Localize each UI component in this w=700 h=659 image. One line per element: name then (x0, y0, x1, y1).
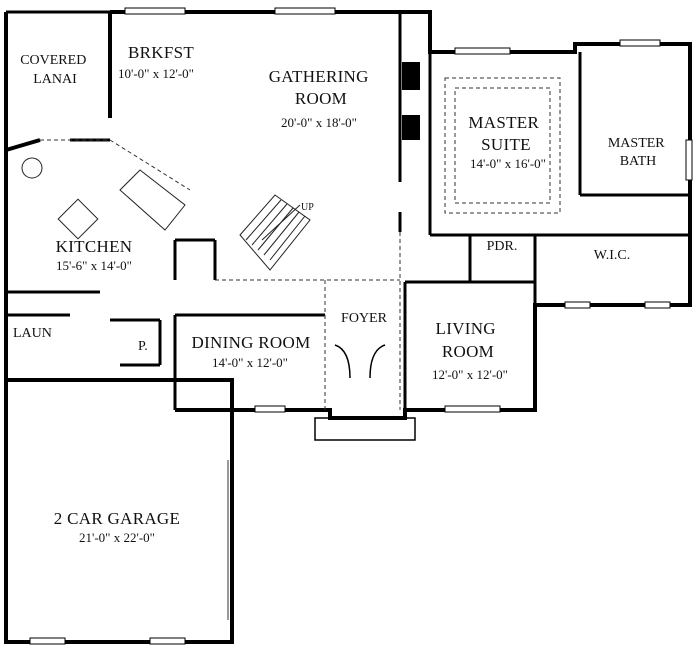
dining-room-dims: 14'-0" x 12'-0" (212, 355, 288, 370)
living-room-label: LIVING ROOM (436, 319, 501, 361)
master-suite-dims: 14'-0" x 16'-0" (470, 156, 546, 171)
front-entry (314, 344, 416, 441)
gathering-room-label: GATHERING ROOM (269, 67, 374, 108)
gathering-room-dims: 20'-0" x 18'-0" (281, 115, 357, 130)
kitchen-label: KITCHEN (56, 237, 133, 256)
kitchen-fixtures (21, 157, 186, 240)
foyer-label: FOYER (341, 311, 388, 326)
covered-lanai-label: COVERED LANAI (20, 53, 90, 87)
kitchen-dims: 15'-6" x 14'-0" (56, 258, 132, 273)
brkfst-label: BRKFST (128, 43, 194, 62)
stair-up-label: UP (301, 202, 314, 213)
master-bath-label: MASTER BATH (608, 136, 668, 169)
dashed-lines (40, 77, 561, 410)
garage-label: 2 CAR GARAGE (54, 509, 180, 528)
laun-label: LAUN (13, 326, 52, 341)
stair (239, 194, 311, 271)
windows (29, 7, 693, 645)
living-room-dims: 12'-0" x 12'-0" (432, 367, 508, 382)
master-suite-label: MASTER SUITE (468, 113, 543, 154)
pdr-label: PDR. (487, 239, 518, 254)
room-labels: COVERED LANAI BRKFST 10'-0" x 12'-0" GAT… (13, 43, 668, 545)
garage-dims: 21'-0" x 22'-0" (79, 530, 155, 545)
pantry-label: P. (138, 339, 148, 354)
brkfst-dims: 10'-0" x 12'-0" (118, 66, 194, 81)
wic-label: W.I.C. (594, 248, 630, 263)
fireplace (402, 62, 420, 140)
dining-room-label: DINING ROOM (192, 333, 311, 352)
exterior-walls (4, 10, 692, 644)
interior-walls (6, 10, 690, 410)
